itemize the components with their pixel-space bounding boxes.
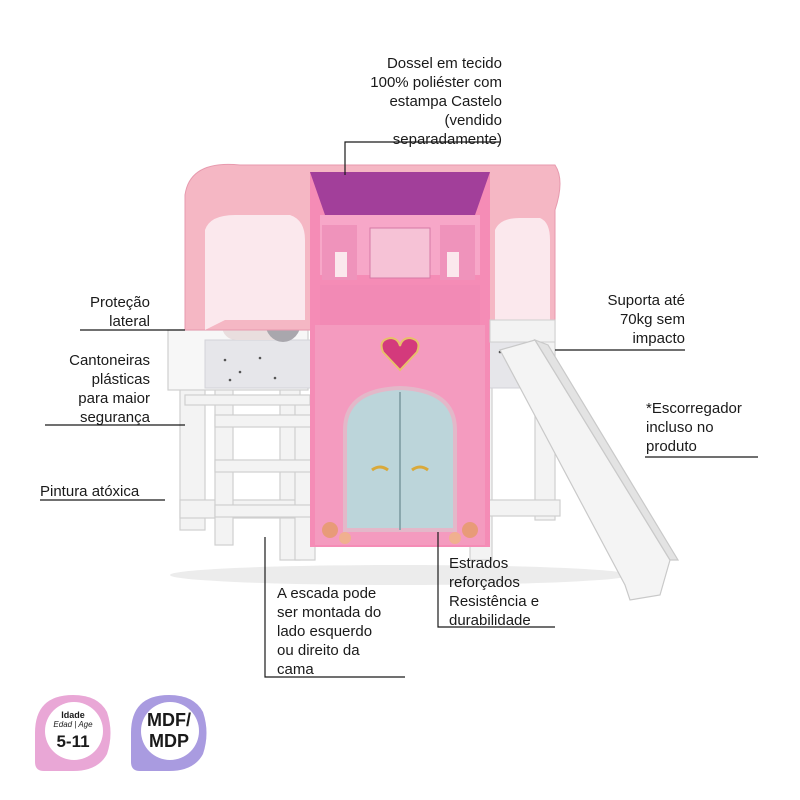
ladder-line: lado esquerdo bbox=[277, 623, 373, 640]
side-protection-line: lateral bbox=[109, 313, 150, 330]
slats-line: Estrados bbox=[449, 555, 509, 572]
age-badge-value: 5-11 bbox=[56, 732, 90, 751]
slats-line: reforçados bbox=[449, 574, 520, 591]
leader-lines bbox=[40, 141, 758, 678]
slide bbox=[499, 338, 680, 601]
canopy-label: Dossel em tecido 100% poliéster com esta… bbox=[340, 54, 502, 149]
slide-label: *Escorregador incluso no produto bbox=[646, 399, 742, 456]
corners-label: Cantoneiras plásticas para maior seguran… bbox=[40, 351, 150, 427]
slats-line: Resistência e bbox=[449, 593, 540, 610]
canopy-line: estampa Castelo bbox=[389, 93, 502, 110]
corners-line: plásticas bbox=[91, 371, 150, 388]
material-badge-line2: MDP bbox=[149, 731, 189, 751]
canopy-line: Dossel em tecido bbox=[386, 55, 502, 72]
support-line: impacto bbox=[632, 330, 685, 347]
slide-line: *Escorregador bbox=[646, 400, 742, 417]
support-line: 70kg sem bbox=[619, 311, 685, 328]
corners-line: Cantoneiras bbox=[69, 352, 150, 369]
corners-line: para maior bbox=[78, 390, 150, 407]
age-badge: Idade Edad | Age 5-11 bbox=[32, 692, 114, 774]
paint-label: Pintura atóxica bbox=[40, 482, 139, 501]
material-badge-line1: MDF/ bbox=[147, 710, 191, 730]
support-label: Suporta até 70kg sem impacto bbox=[575, 291, 685, 348]
support-line: Suporta até bbox=[607, 292, 685, 309]
side-protection-label: Proteção lateral bbox=[60, 293, 150, 331]
ladder-label: A escada pode ser montada do lado esquer… bbox=[277, 584, 381, 679]
ladder-line: A escada pode bbox=[277, 585, 377, 602]
canopy-line: (vendido bbox=[444, 112, 502, 129]
slats-line: durabilidade bbox=[449, 612, 531, 629]
canopy-line: 100% poliéster com bbox=[370, 74, 502, 91]
ladder-line: ser montada do bbox=[277, 604, 382, 621]
age-badge-title: Idade bbox=[61, 710, 85, 720]
slide-line: produto bbox=[646, 438, 697, 455]
paint-line: Pintura atóxica bbox=[40, 483, 140, 500]
material-badge: MDF/ MDP bbox=[128, 692, 210, 774]
ladder-line: ou direito da bbox=[277, 642, 360, 659]
corners-line: segurança bbox=[79, 409, 150, 426]
age-badge-shape bbox=[35, 695, 111, 771]
side-protection-line: Proteção bbox=[89, 294, 150, 311]
canopy-line: separadamente) bbox=[392, 131, 502, 148]
slide-line: incluso no bbox=[646, 419, 714, 436]
material-badge-shape bbox=[131, 695, 207, 771]
ladder-line: cama bbox=[277, 661, 314, 678]
age-badge-subtitle: Edad | Age bbox=[53, 720, 93, 729]
castle-print bbox=[310, 172, 490, 547]
slats-label: Estrados reforçados Resistência e durabi… bbox=[449, 554, 539, 630]
